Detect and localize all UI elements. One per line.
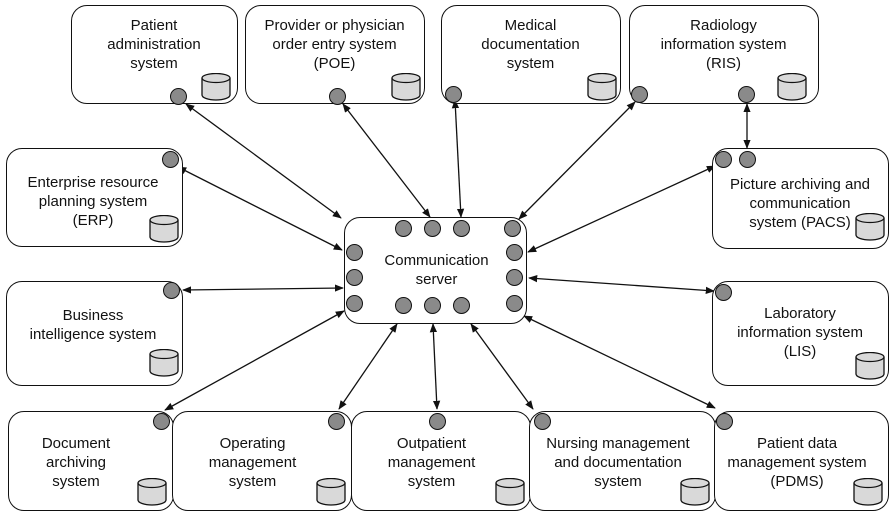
communication-server-label: Communication server [384, 252, 489, 288]
lis-system-label: Laboratory information system (LIS) [737, 305, 863, 360]
link-outpat [429, 323, 441, 410]
database-icon [391, 73, 421, 101]
server-port-left-2 [346, 269, 363, 286]
database-icon [777, 73, 807, 101]
link-opmgmt [338, 323, 398, 410]
poe-system-label: Provider or physician order entry system… [264, 17, 405, 72]
port-icon [328, 413, 345, 430]
database-icon [149, 215, 179, 243]
server-port-top-4 [504, 220, 521, 237]
link-pacs [527, 165, 716, 253]
link-erp [177, 166, 343, 251]
database-icon [149, 349, 179, 377]
link-bi [182, 284, 344, 294]
server-port-bottom-1 [395, 297, 412, 314]
server-port-bottom-2 [424, 297, 441, 314]
link-lis [528, 274, 715, 295]
server-port-top-2 [424, 220, 441, 237]
erp-system-label: Enterprise resource planning system (ERP… [27, 174, 159, 229]
server-port-left-1 [346, 244, 363, 261]
database-icon [201, 73, 231, 101]
port-icon [329, 88, 346, 105]
link-ris [518, 101, 636, 220]
port-icon [739, 151, 756, 168]
database-icon [587, 73, 617, 101]
database-icon [495, 478, 525, 506]
medical-documentation-system-label: Medical documentation system [481, 17, 580, 72]
link-meddoc [451, 99, 465, 218]
database-icon [855, 213, 885, 241]
port-icon [715, 151, 732, 168]
link-docarch [164, 310, 345, 411]
operating-management-system-label: Operating management system [208, 435, 297, 490]
port-icon [534, 413, 551, 430]
port-icon [162, 151, 179, 168]
database-icon [316, 478, 346, 506]
port-icon [715, 284, 732, 301]
link-nursing [470, 323, 534, 410]
port-icon [153, 413, 170, 430]
nursing-management-system-label: Nursing management and documentation sys… [546, 435, 690, 490]
port-icon [445, 86, 462, 103]
port-icon [163, 282, 180, 299]
link-pdms [523, 315, 716, 409]
port-icon [429, 413, 446, 430]
outpatient-management-system-label: Outpatient management system [387, 435, 476, 490]
database-icon [680, 478, 710, 506]
database-icon [853, 478, 883, 506]
database-icon [855, 352, 885, 380]
port-icon [170, 88, 187, 105]
poe-system-box: Provider or physician order entry system… [245, 5, 425, 104]
document-archiving-system-label: Document archiving system [41, 435, 111, 490]
business-intelligence-system-box: Business intelligence system [6, 281, 183, 386]
port-icon [631, 86, 648, 103]
pdms-system-label: Patient data management system (PDMS) [727, 435, 867, 490]
nursing-management-system-box: Nursing management and documentation sys… [529, 411, 716, 511]
patient-administration-system-label: Patient administration system [107, 17, 201, 72]
port-icon [716, 413, 733, 430]
link-pas [185, 103, 342, 219]
ris-system-label: Radiology information system (RIS) [660, 17, 787, 72]
server-port-top-1 [395, 220, 412, 237]
server-port-left-3 [346, 295, 363, 312]
pacs-system-label: Picture archiving and communication syst… [729, 176, 871, 231]
server-port-top-3 [453, 220, 470, 237]
business-intelligence-system-label: Business intelligence system [29, 307, 157, 343]
server-port-bottom-3 [453, 297, 470, 314]
server-port-right-1 [506, 244, 523, 261]
server-port-right-2 [506, 269, 523, 286]
link-poe [342, 103, 431, 218]
server-port-right-3 [506, 295, 523, 312]
port-icon [738, 86, 755, 103]
database-icon [137, 478, 167, 506]
medical-documentation-system-box: Medical documentation system [441, 5, 621, 104]
